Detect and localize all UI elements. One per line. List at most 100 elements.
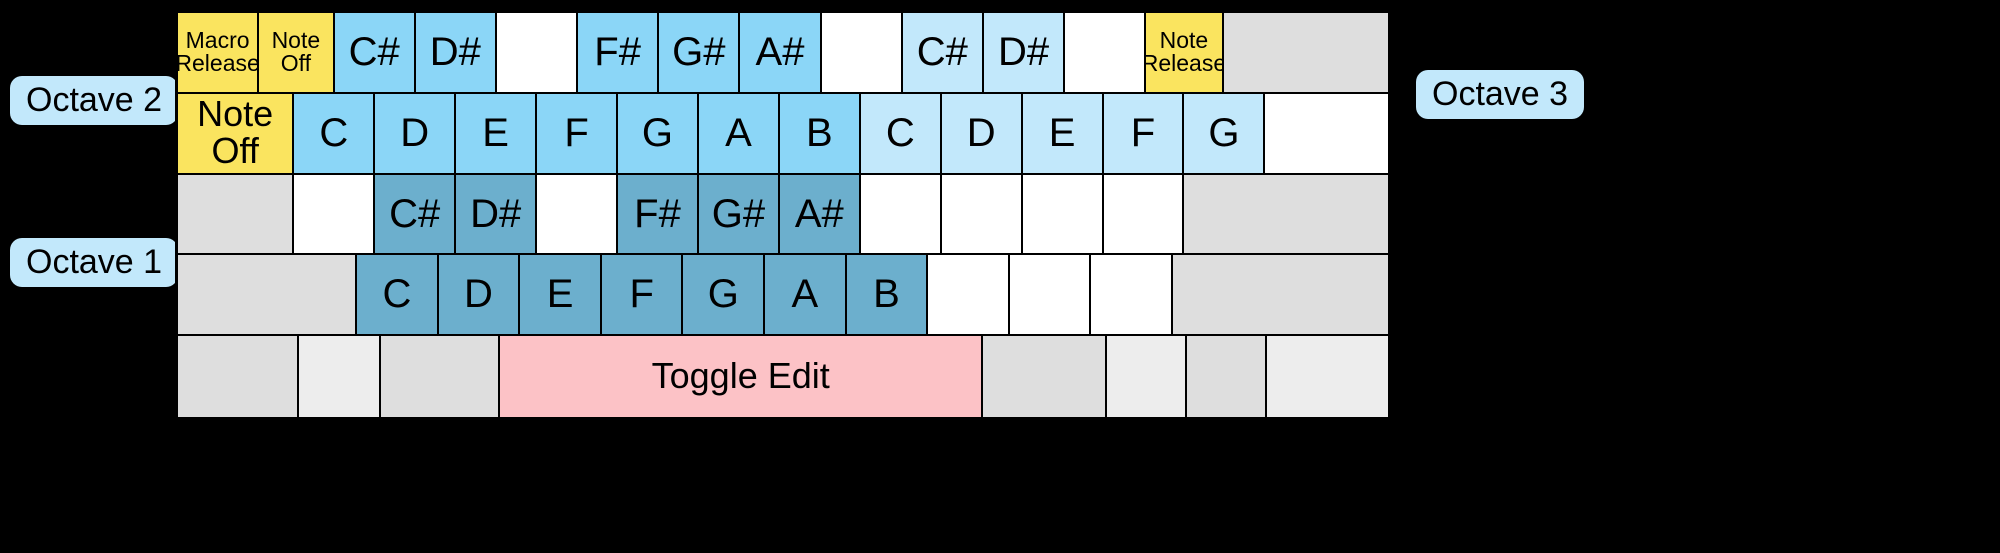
key-cell-octave2-white-keys-13-blank bbox=[1265, 93, 1388, 175]
key-cell-octave2-white-keys-10-e[interactable]: E bbox=[1022, 93, 1104, 175]
key-cell-octave1-white-keys-0-blank bbox=[178, 255, 358, 337]
key-cell-octave1-white-keys-8-blank bbox=[928, 255, 1010, 337]
key-cell-label: C bbox=[382, 272, 412, 317]
key-cell-octave2-white-keys-11-f[interactable]: F bbox=[1103, 93, 1185, 175]
key-cell-label: C# bbox=[389, 191, 441, 236]
key-cell-label: C bbox=[319, 110, 349, 155]
key-cell-label: F bbox=[1130, 110, 1156, 155]
key-cell-octave2-black-keys-12-note-release[interactable]: Note Release bbox=[1146, 13, 1224, 94]
key-cell-modifier-row-1-blank bbox=[299, 336, 381, 417]
key-cell-label: G bbox=[707, 272, 739, 317]
key-cell-label: F# bbox=[634, 191, 681, 236]
key-cell-octave2-white-keys-4-f[interactable]: F bbox=[537, 93, 619, 175]
key-cell-octave1-black-keys-5-f[interactable]: F# bbox=[618, 174, 699, 256]
key-cell-octave2-black-keys-2-c[interactable]: C# bbox=[334, 13, 416, 94]
key-cell-label: D# bbox=[429, 30, 481, 74]
key-cell-octave2-white-keys-6-a[interactable]: A bbox=[698, 93, 780, 175]
key-cell-label: D# bbox=[997, 30, 1050, 74]
key-cell-modifier-row-4-blank bbox=[982, 336, 1108, 417]
key-cell-octave1-white-keys-2-d[interactable]: D bbox=[438, 255, 521, 337]
key-cell-label: A bbox=[791, 272, 819, 317]
key-cell-label: C# bbox=[916, 30, 968, 74]
key-cell-label: D bbox=[464, 272, 493, 317]
key-cell-octave1-white-keys-4-f[interactable]: F bbox=[601, 255, 684, 337]
key-cell-octave1-white-keys-5-g[interactable]: G bbox=[683, 255, 766, 337]
key-cell-octave1-black-keys-7-a[interactable]: A# bbox=[779, 174, 861, 256]
key-cell-modifier-row-7-blank bbox=[1266, 336, 1388, 417]
key-cell-octave2-black-keys-4-blank bbox=[496, 13, 579, 94]
key-cell-octave2-white-keys-7-b[interactable]: B bbox=[779, 93, 861, 175]
key-cell-octave1-white-keys-11-blank bbox=[1173, 255, 1388, 337]
key-cell-modifier-row-6-blank bbox=[1186, 336, 1267, 417]
key-cell-octave1-black-keys-11-blank bbox=[1103, 174, 1185, 256]
octave-label-right: Octave 3 bbox=[1416, 70, 1585, 119]
key-cell-octave2-black-keys-1-note-off[interactable]: Note Off bbox=[259, 13, 335, 94]
key-cell-label: F bbox=[629, 272, 654, 317]
key-cell-label: E bbox=[546, 272, 574, 317]
key-cell-label: A bbox=[725, 110, 752, 155]
key-cell-label: D bbox=[966, 110, 996, 155]
octave-label-left-lower: Octave 1 bbox=[10, 238, 179, 287]
key-cell-octave1-white-keys-7-b[interactable]: B bbox=[846, 255, 929, 337]
key-cell-octave1-black-keys-6-g[interactable]: G# bbox=[698, 174, 780, 256]
key-cell-label: Note Off bbox=[271, 26, 321, 77]
key-cell-octave2-black-keys-10-d[interactable]: D# bbox=[983, 13, 1066, 94]
key-cell-octave2-white-keys-12-g[interactable]: G bbox=[1184, 93, 1266, 175]
key-cell-label: G bbox=[1208, 110, 1240, 155]
key-cell-octave1-black-keys-12-blank bbox=[1184, 174, 1388, 256]
key-cell-label: Note Off bbox=[197, 93, 274, 172]
key-cell-octave1-black-keys-9-blank bbox=[941, 174, 1023, 256]
key-cell-label: Note Release bbox=[1146, 26, 1224, 77]
key-cell-octave1-black-keys-1-blank bbox=[294, 174, 376, 256]
key-cell-label: A# bbox=[755, 30, 805, 74]
key-cell-label: E bbox=[482, 110, 509, 155]
key-cell-label: F# bbox=[594, 30, 641, 74]
key-cell-octave1-black-keys-4-blank bbox=[537, 174, 619, 256]
key-cell-octave1-black-keys-2-c[interactable]: C# bbox=[375, 174, 457, 256]
key-cell-octave1-black-keys-10-blank bbox=[1022, 174, 1104, 256]
key-cell-octave2-black-keys-7-a[interactable]: A# bbox=[740, 13, 822, 94]
key-cell-label: B bbox=[805, 110, 833, 155]
key-cell-octave1-white-keys-6-a[interactable]: A bbox=[765, 255, 847, 337]
key-cell-octave1-black-keys-3-d[interactable]: D# bbox=[456, 174, 538, 256]
key-row-octave1-black-keys: C# D# F# G# A# bbox=[178, 174, 1388, 256]
key-cell-octave2-black-keys-9-c[interactable]: C# bbox=[902, 13, 984, 94]
key-cell-octave2-black-keys-6-g[interactable]: G# bbox=[659, 13, 741, 94]
key-cell-label: E bbox=[1048, 110, 1076, 155]
key-cell-label: Toggle Edit bbox=[651, 355, 830, 397]
key-cell-octave2-white-keys-2-d[interactable]: D bbox=[375, 93, 457, 175]
key-cell-octave1-white-keys-3-e[interactable]: E bbox=[520, 255, 602, 337]
key-row-modifier-row: Toggle Edit bbox=[178, 336, 1388, 417]
key-cell-octave2-white-keys-1-c[interactable]: C bbox=[294, 93, 376, 175]
key-cell-octave2-black-keys-5-f[interactable]: F# bbox=[578, 13, 660, 94]
key-cell-label: G bbox=[641, 110, 674, 155]
key-cell-octave1-white-keys-1-c[interactable]: C bbox=[357, 255, 439, 337]
key-cell-label: C# bbox=[348, 30, 400, 74]
key-cell-octave2-black-keys-11-blank bbox=[1065, 13, 1147, 94]
key-cell-octave2-white-keys-9-d[interactable]: D bbox=[941, 93, 1023, 175]
key-cell-modifier-row-0-blank bbox=[178, 336, 300, 417]
key-cell-octave2-black-keys-0-macro-release[interactable]: Macro Release bbox=[178, 13, 260, 94]
key-cell-label: B bbox=[873, 272, 900, 317]
key-cell-octave1-white-keys-10-blank bbox=[1091, 255, 1174, 337]
key-cell-octave2-black-keys-13-blank bbox=[1223, 13, 1388, 94]
key-cell-label: A# bbox=[794, 191, 844, 236]
key-cell-label: G# bbox=[711, 191, 766, 236]
key-cell-label: C bbox=[885, 110, 915, 155]
key-cell-modifier-row-2-blank bbox=[380, 336, 501, 417]
key-cell-octave2-white-keys-3-e[interactable]: E bbox=[456, 93, 538, 175]
key-cell-label: F bbox=[564, 110, 589, 155]
key-cell-octave2-white-keys-8-c[interactable]: C bbox=[860, 93, 942, 175]
key-cell-modifier-row-3-toggle-edit[interactable]: Toggle Edit bbox=[500, 336, 983, 417]
key-cell-label: G# bbox=[672, 30, 726, 74]
key-cell-octave2-black-keys-8-blank bbox=[821, 13, 903, 94]
key-cell-octave2-black-keys-3-d[interactable]: D# bbox=[415, 13, 497, 94]
key-cell-octave2-white-keys-5-g[interactable]: G bbox=[618, 93, 699, 175]
key-cell-modifier-row-5-blank bbox=[1107, 336, 1187, 417]
key-cell-octave2-white-keys-0-note-off[interactable]: Note Off bbox=[178, 93, 295, 175]
